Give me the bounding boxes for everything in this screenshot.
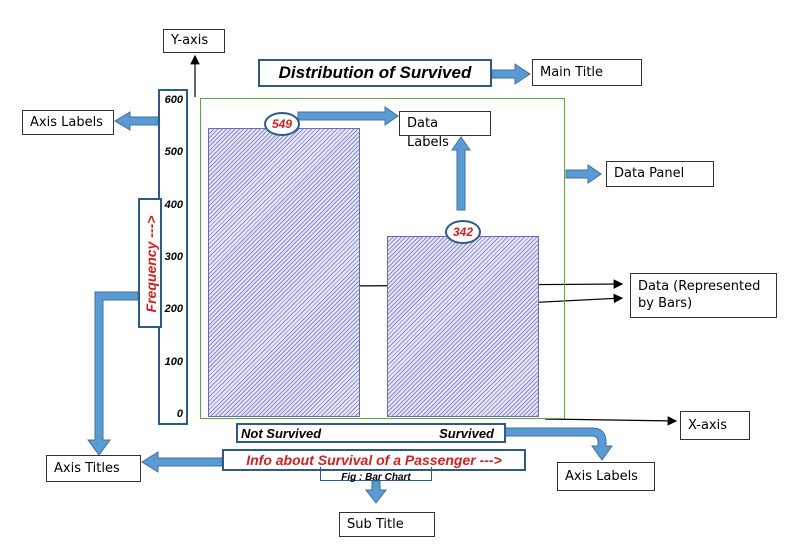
callout-axis-titles: Axis Titles [46,455,141,482]
y-tick-label: 0 [176,408,183,420]
callout-data-bars: Data (Represented by Bars) [630,273,777,318]
y-axis-title-box: Frequency ---> [138,198,162,328]
callout-data-labels: Data Labels [399,111,491,150]
y-tick-label: 100 [164,355,183,368]
bar-1 [208,127,360,417]
x-axis-title-box: Info about Survival of a Passenger ---> [222,449,526,471]
chart-title-box: Distribution of Survived [258,59,492,87]
arrow-main-title [491,63,531,85]
x-axis-labels-box: Not Survived Survived [236,423,506,443]
y-tick-label: 600 [164,94,183,106]
subtitle-box: Fig : Bar Chart [320,467,432,483]
x-tick-label-2: Survived [439,426,494,441]
callout-y-axis: Y-axis [163,29,225,53]
arrow-data-label-342 [451,136,471,211]
arrow-data-label-549 [297,106,399,126]
y-tick-label: 300 [164,251,183,263]
y-tick-label: 400 [164,198,183,211]
arrow-sub-title [364,480,388,504]
callout-x-axis: X-axis [680,411,750,440]
arrow-axis-titles-xlabel [141,451,223,473]
x-axis-title: Info about Survival of a Passenger ---> [246,452,502,468]
callout-main-title: Main Title [532,59,642,86]
callout-axis-labels-bottom: Axis Labels [557,462,655,491]
chart-subtitle: Fig : Bar Chart [341,472,411,483]
callout-sub-title: Sub Title [339,512,435,537]
data-label-1: 549 [264,111,300,136]
callout-axis-labels-left: Axis Labels [22,110,114,135]
y-tick-label: 200 [164,303,183,316]
y-axis-title: Frequency ---> [143,215,159,313]
arrow-axis-labels-left [114,111,159,131]
chart-title: Distribution of Survived [278,63,472,82]
data-label-2: 342 [445,220,481,245]
x-tick-label-1: Not Survived [241,426,322,441]
data-panel [200,98,565,419]
arrow-axis-titles-ylabel [87,291,139,456]
line-x-axis [544,416,678,426]
callout-data-panel: Data Panel [606,161,714,187]
arrow-data-panel [565,164,602,184]
arrow-axis-labels-bottom [504,427,613,461]
bar-2 [387,236,539,417]
y-tick-label: 500 [164,146,183,159]
